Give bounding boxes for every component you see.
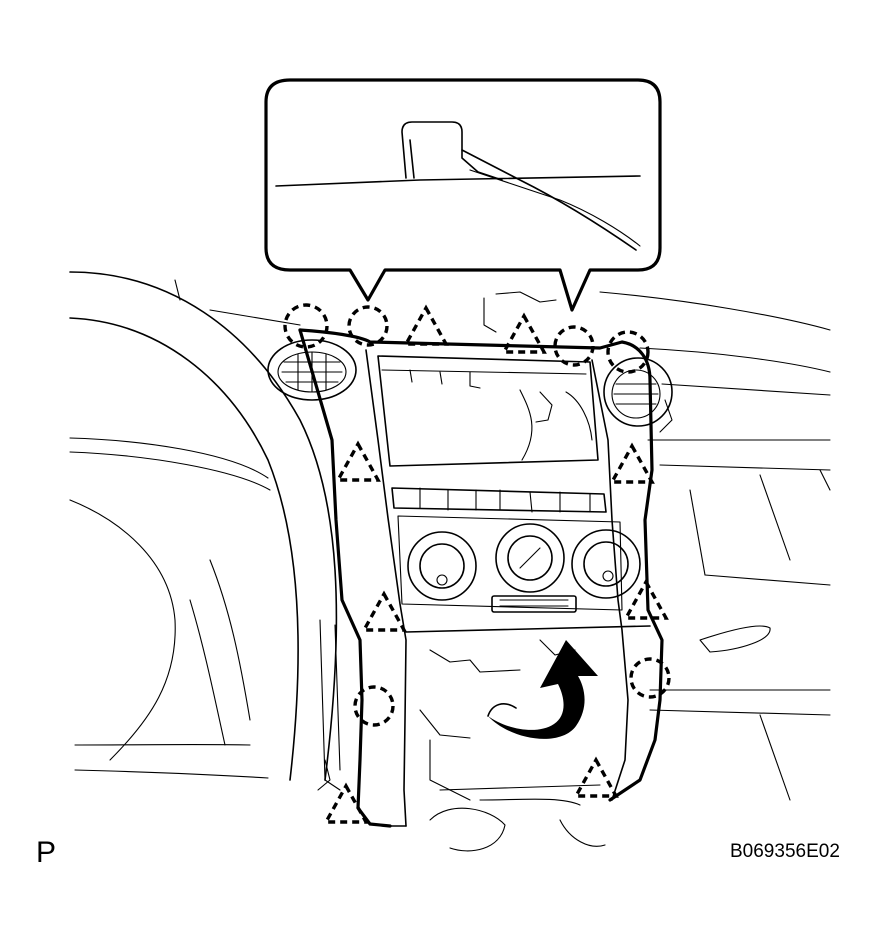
- dashed-triangle-icon: [573, 756, 619, 798]
- clip-markers: [283, 303, 671, 727]
- dashed-triangle-icon: [361, 590, 407, 632]
- figure-code: B069356E02: [730, 841, 840, 862]
- dashed-circle-icon: [553, 325, 595, 367]
- detail-callout: [264, 78, 662, 312]
- dashed-circle-icon: [283, 303, 329, 349]
- dashed-triangle-icon: [335, 440, 381, 482]
- curved-arrow-icon: [487, 640, 598, 739]
- dashed-circle-icon: [347, 305, 389, 347]
- dashed-circle-icon: [353, 685, 395, 727]
- center-cluster-panel: [267, 328, 673, 828]
- dashed-triangle-icon: [609, 442, 655, 484]
- view-letter: P: [36, 836, 57, 869]
- dashed-circle-icon: [629, 657, 671, 699]
- claw-markers: [323, 304, 669, 824]
- dashed-circle-icon: [606, 330, 650, 374]
- dashed-triangle-icon: [623, 578, 669, 620]
- dashed-triangle-icon: [501, 312, 547, 354]
- dashed-triangle-icon: [323, 782, 369, 824]
- dashed-triangle-icon: [403, 304, 449, 346]
